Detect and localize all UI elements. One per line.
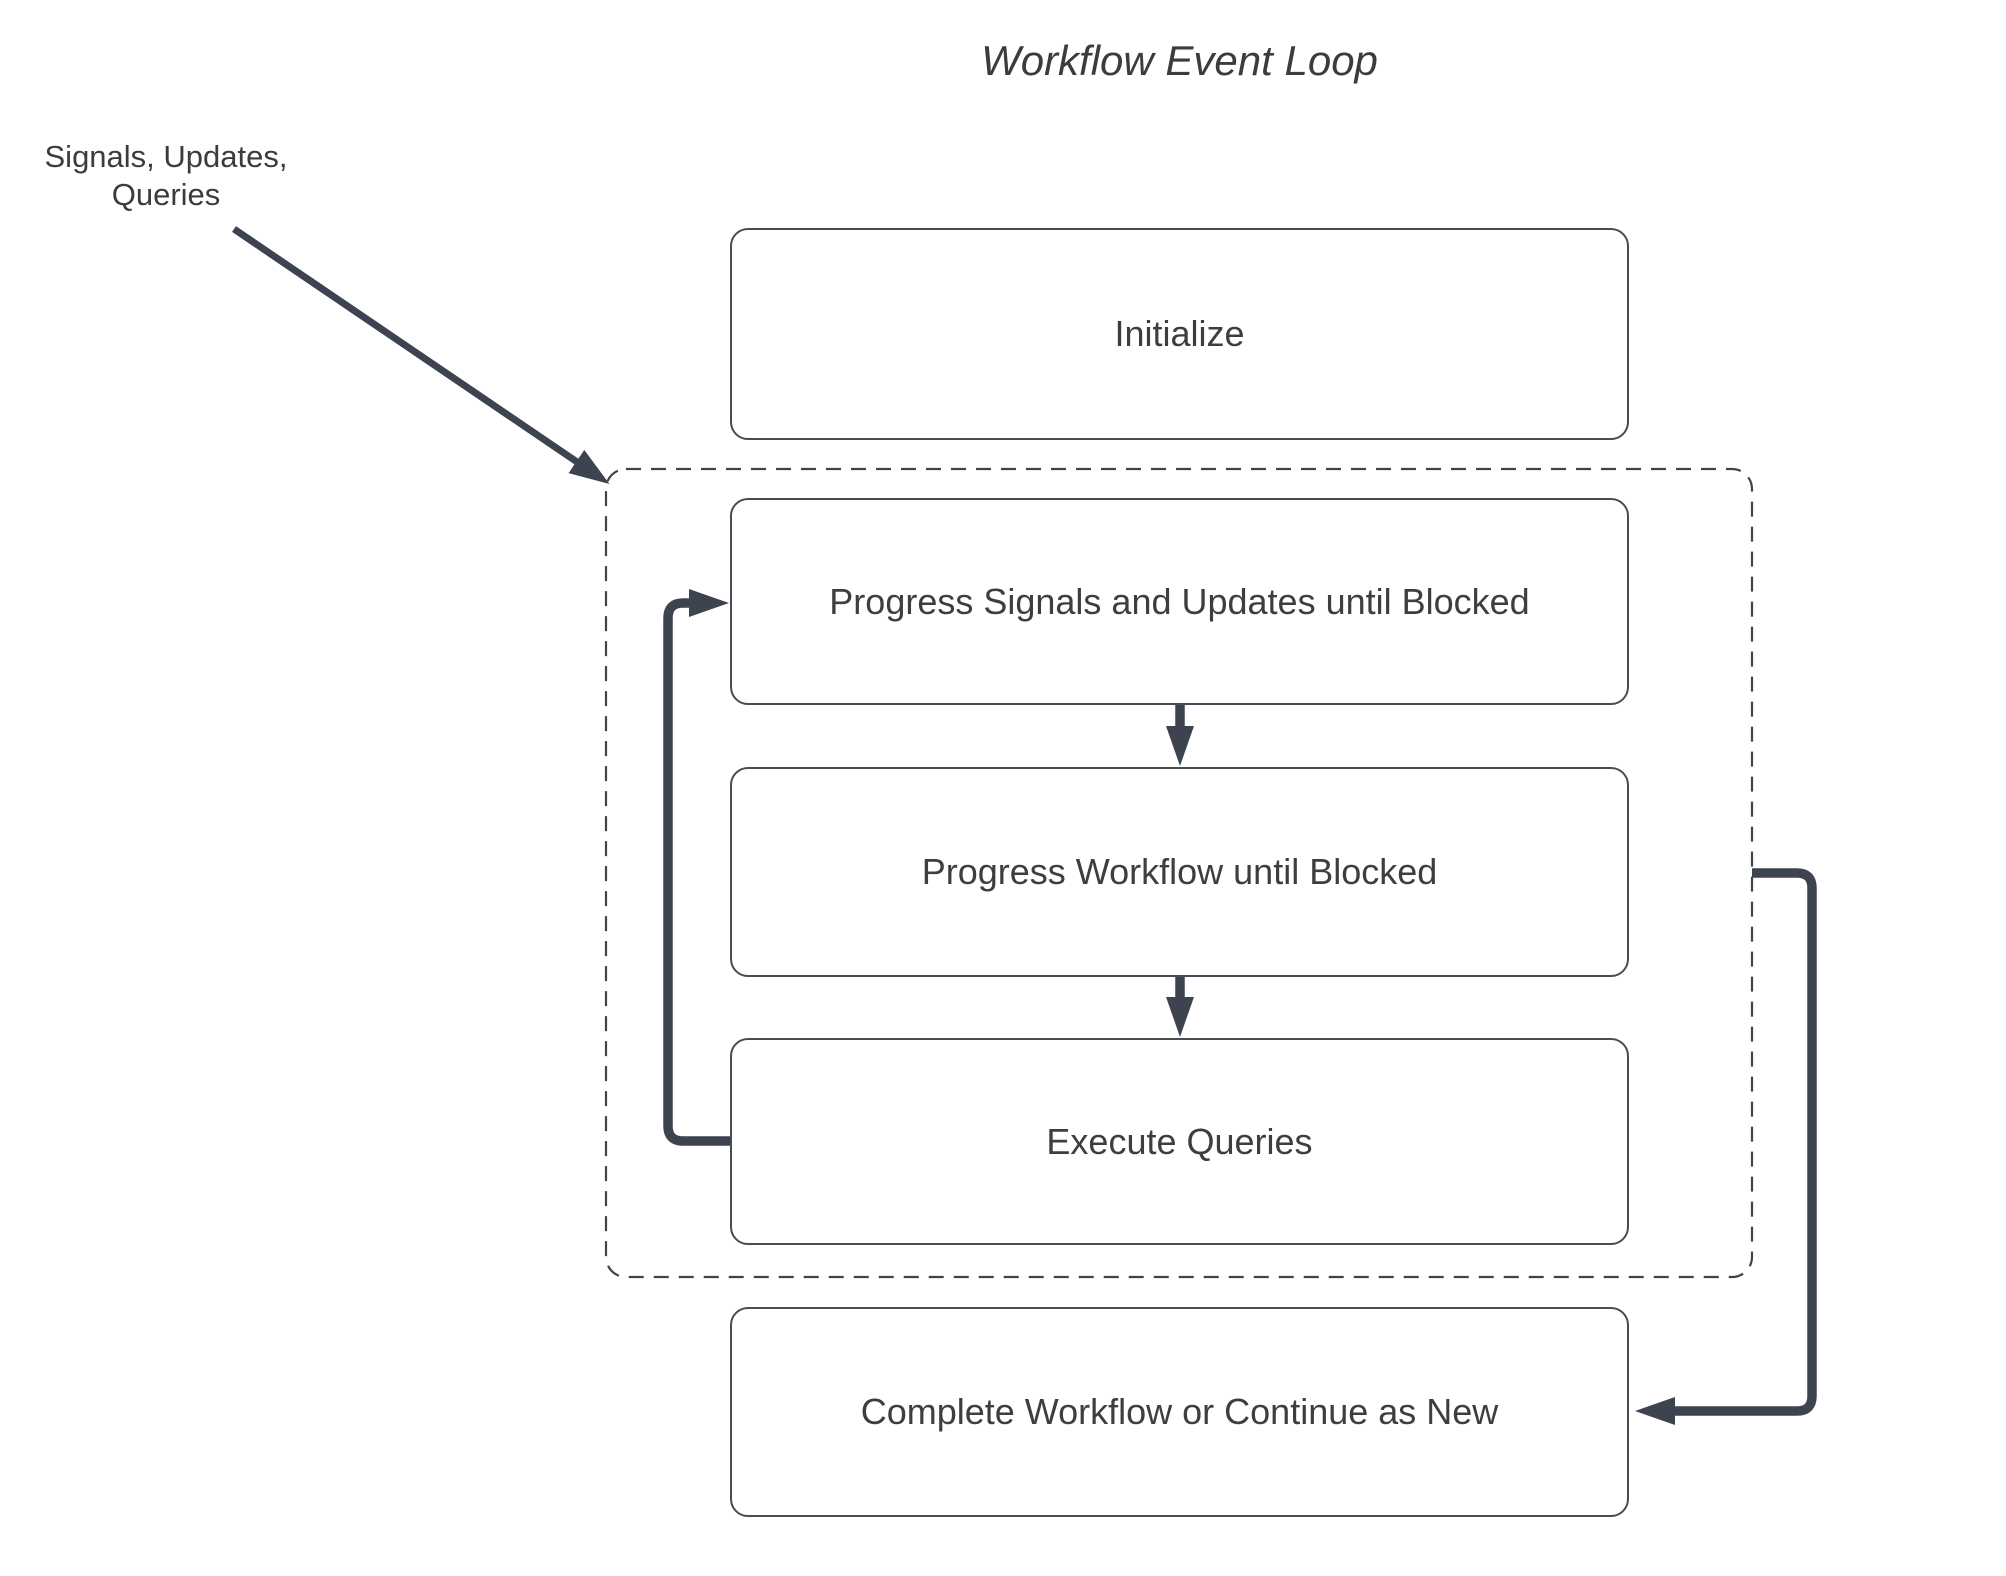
node-progress-workflow: Progress Workflow until Blocked <box>730 767 1629 977</box>
event-loop-boundary <box>604 467 1754 1279</box>
arrow-execute-queries-to-progress-signals <box>663 589 730 1146</box>
node-complete-workflow: Complete Workflow or Continue as New <box>730 1307 1629 1517</box>
node-execute-queries: Execute Queries <box>730 1038 1629 1245</box>
node-progress-signals: Progress Signals and Updates until Block… <box>730 498 1629 705</box>
node-initialize: Initialize <box>730 228 1629 440</box>
arrow-loop-to-complete-workflow <box>1635 868 1817 1425</box>
diagram-title: Workflow Event Loop <box>981 37 1378 84</box>
signals-updates-queries-label: Signals, Updates, Queries <box>44 139 288 212</box>
arrow-signals-to-loop <box>232 226 610 484</box>
